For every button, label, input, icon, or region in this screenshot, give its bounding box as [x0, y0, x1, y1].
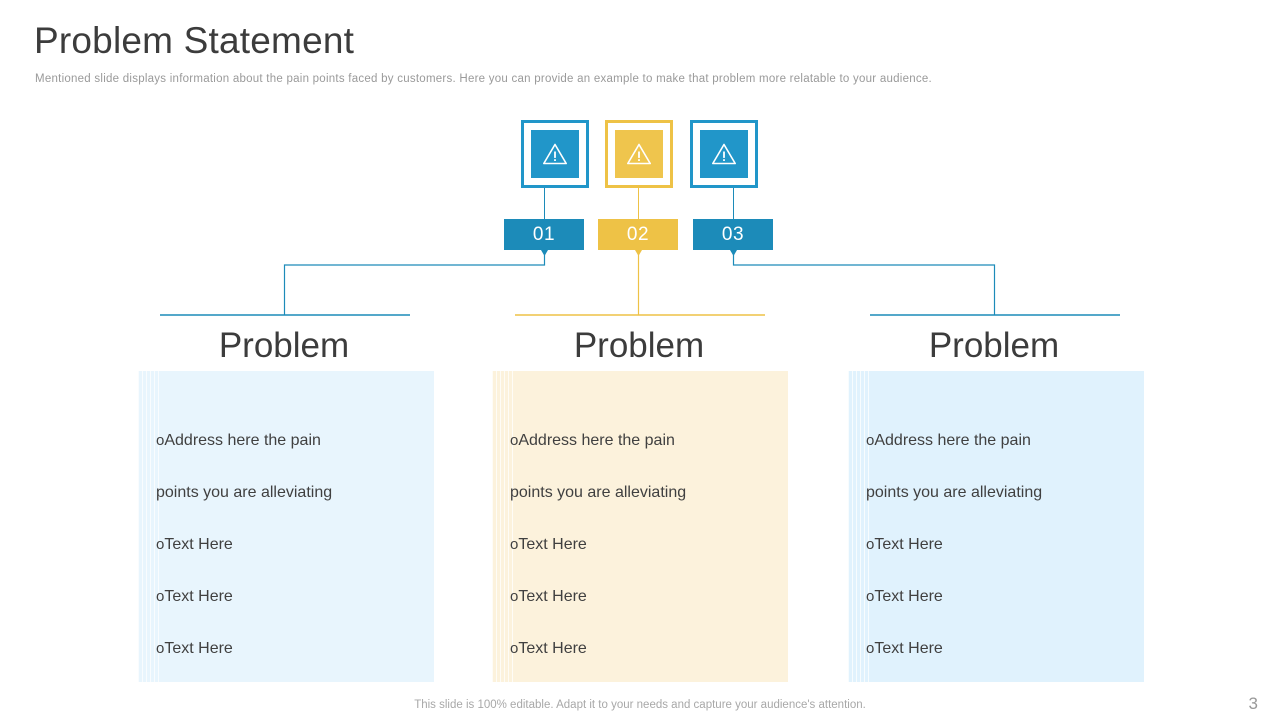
list-item: oAddress here the pain points you are al…: [866, 415, 1144, 519]
page-title: Problem Statement: [34, 20, 355, 61]
bullet-marker: o: [510, 432, 519, 449]
footer-note: This slide is 100% editable. Adapt it to…: [414, 699, 866, 711]
list-item-text: Text Here: [164, 536, 233, 553]
list-item: oText Here: [510, 571, 788, 623]
list-item: oAddress here the pain points you are al…: [156, 415, 434, 519]
step-number-2[interactable]: 02: [598, 219, 678, 250]
bullet-marker: o: [510, 640, 519, 657]
list-item: oText Here: [156, 571, 434, 623]
list-item: oText Here: [866, 623, 1144, 675]
bullet-marker: o: [866, 536, 875, 553]
bullet-marker: o: [156, 640, 165, 657]
bullet-marker: o: [510, 588, 519, 605]
column-panel-1: oAddress here the pain points you are al…: [138, 371, 434, 682]
step-tile-2[interactable]: [605, 120, 673, 188]
list-item: oText Here: [156, 623, 434, 675]
warning-triangle-icon: [711, 142, 737, 166]
list-item-text: Text Here: [874, 536, 943, 553]
list-item-text: Text Here: [164, 588, 233, 605]
list-item-text: Text Here: [518, 640, 587, 657]
panel-stripe-decoration: [848, 371, 870, 682]
panel-stripe-decoration: [492, 371, 514, 682]
step-tile-1-inner: [531, 130, 579, 178]
column-panel-3: oAddress here the pain points you are al…: [848, 371, 1144, 682]
list-item-text: Text Here: [164, 640, 233, 657]
list-item-text: Text Here: [874, 588, 943, 605]
list-item-text: Address here the pain points you are all…: [866, 432, 1043, 501]
list-item: oText Here: [156, 519, 434, 571]
list-item-text: Text Here: [518, 536, 587, 553]
list-item-text: Address here the pain points you are all…: [156, 432, 333, 501]
column-heading-1: Problem: [218, 326, 350, 365]
bullet-marker: o: [866, 588, 875, 605]
list-item: oAddress here the pain points you are al…: [510, 415, 788, 519]
step-tile-3[interactable]: [690, 120, 758, 188]
warning-triangle-icon: [542, 142, 568, 166]
step-tile-3-inner: [700, 130, 748, 178]
bullet-marker: o: [156, 588, 165, 605]
step-number-1[interactable]: 01: [504, 219, 584, 250]
bullet-marker: o: [156, 536, 165, 553]
bullet-marker: o: [866, 640, 875, 657]
page-number: 3: [1248, 694, 1258, 713]
step-tile-2-inner: [615, 130, 663, 178]
list-item-text: Address here the pain points you are all…: [510, 432, 687, 501]
column-heading-2: Problem: [573, 326, 705, 365]
panel-stripe-decoration: [138, 371, 160, 682]
list-item: oText Here: [866, 571, 1144, 623]
step-tile-1[interactable]: [521, 120, 589, 188]
list-item-text: Text Here: [518, 588, 587, 605]
step-number-3[interactable]: 03: [693, 219, 773, 250]
column-heading-3: Problem: [928, 326, 1060, 365]
list-item: oText Here: [510, 519, 788, 571]
bullet-marker: o: [510, 536, 519, 553]
column-panel-2: oAddress here the pain points you are al…: [492, 371, 788, 682]
list-item: oText Here: [866, 519, 1144, 571]
list-item-text: Text Here: [874, 640, 943, 657]
page-subtitle: Mentioned slide displays information abo…: [35, 73, 932, 85]
warning-triangle-icon: [626, 142, 652, 166]
list-item: oText Here: [510, 623, 788, 675]
bullet-marker: o: [156, 432, 165, 449]
bullet-marker: o: [866, 432, 875, 449]
